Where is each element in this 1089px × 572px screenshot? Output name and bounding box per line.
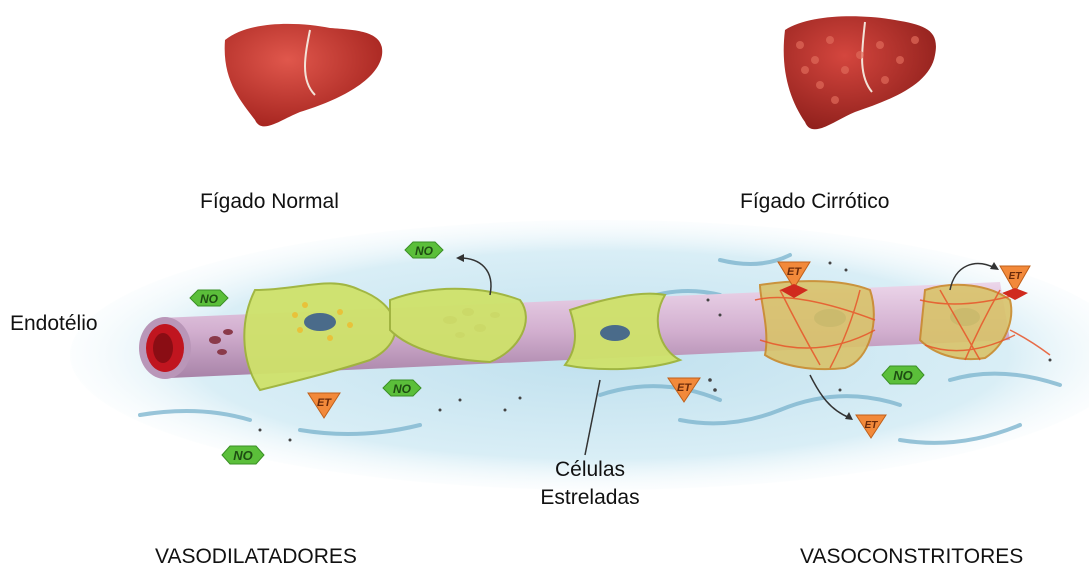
no-badge-4-text: NO <box>233 448 253 463</box>
cirrhotic-liver-label: Fígado Cirrótico <box>740 190 889 214</box>
no-badge-5-text: NO <box>893 368 913 383</box>
normal-liver-illustration <box>225 24 383 127</box>
et-badge-4-text: ET <box>787 266 802 278</box>
et-badge-5-text: ET <box>1009 271 1023 282</box>
endothelium-label: Endotélio <box>10 312 98 336</box>
no-badge-2: NO <box>190 290 228 306</box>
no-badge-3: NO <box>383 380 421 396</box>
normal-liver-label: Fígado Normal <box>200 190 339 214</box>
cirrhotic-liver-illustration <box>784 16 936 129</box>
no-badge-1: NO <box>405 242 443 258</box>
no-badge-3-text: NO <box>393 382 412 396</box>
vasodilators-label: VASODILATADORES <box>155 545 357 569</box>
no-badge-2-text: NO <box>200 292 219 306</box>
no-badge-1-text: NO <box>415 244 434 258</box>
et-badge-3-text: ET <box>865 420 879 431</box>
no-badge-4: NO <box>222 446 264 464</box>
et-badge-2-text: ET <box>677 382 692 394</box>
no-badge-5: NO <box>882 366 924 384</box>
et-badge-1-text: ET <box>317 397 332 409</box>
stellate-cells-label: Células Estreladas <box>520 456 660 512</box>
vasoconstrictors-label: VASOCONSTRITORES <box>800 545 1023 569</box>
